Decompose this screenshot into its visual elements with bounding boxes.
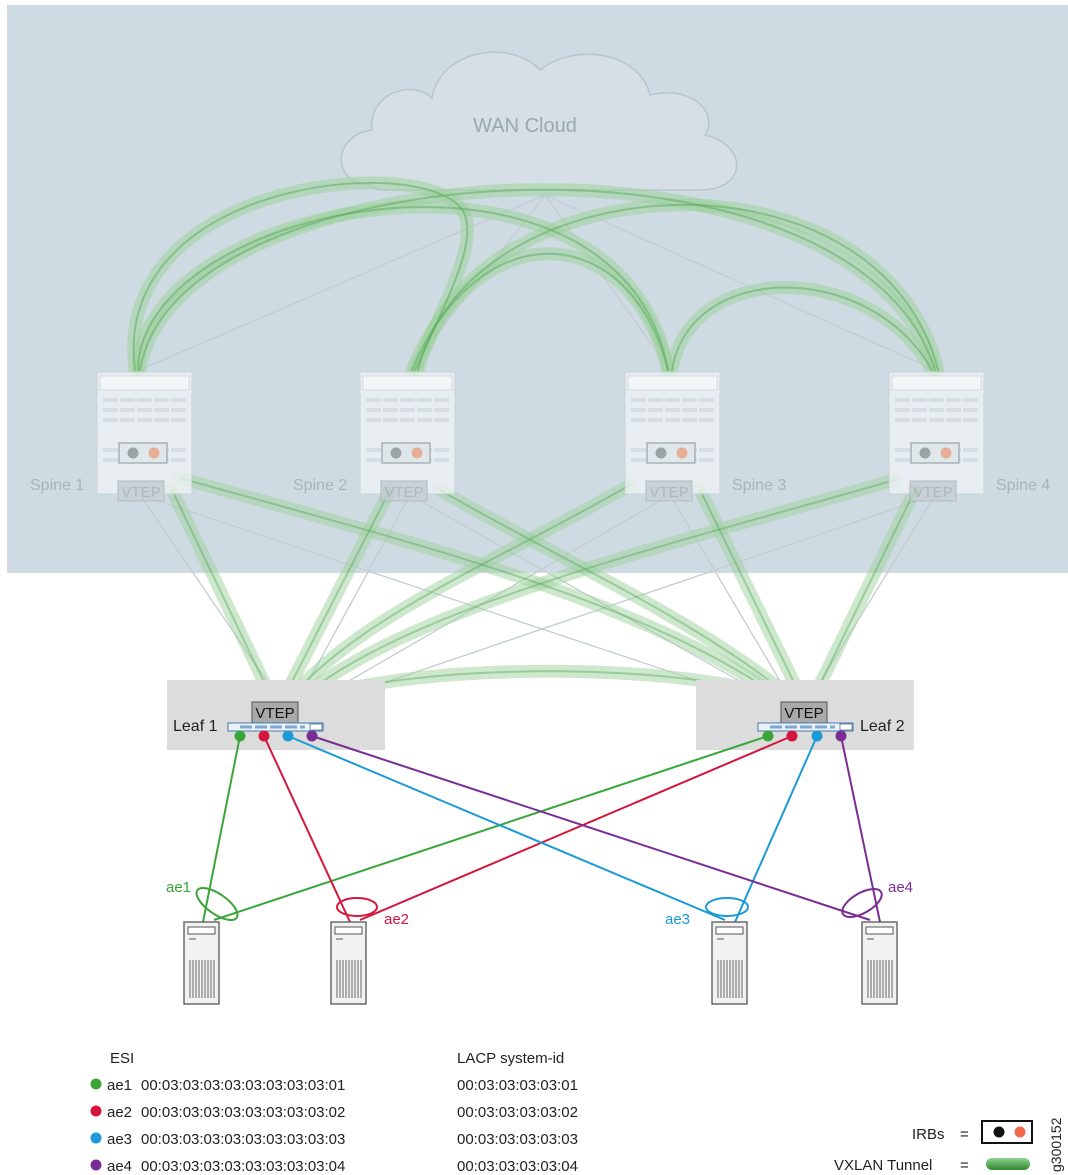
spine-label: Spine 2 [293, 477, 347, 494]
vtep-label: VTEP [255, 705, 294, 722]
vxlan-label: VXLAN Tunnel [834, 1157, 932, 1174]
vxlan-tunnel [173, 471, 797, 712]
legend-dot [90, 1078, 102, 1090]
link-ae1 [202, 735, 241, 923]
link-ae4 [840, 735, 881, 923]
port-dot [835, 730, 847, 742]
port-dot [811, 730, 823, 742]
vtep-box [380, 480, 428, 502]
legend-dot [90, 1132, 102, 1144]
wan-cloud: WAN Cloud [340, 51, 738, 191]
legend-esi: 00:03:03:03:03:03:03:03:03:03 [141, 1131, 345, 1148]
lacp-header: LACP system-id [457, 1050, 564, 1067]
port-dot [786, 730, 798, 742]
legend-ae: ae4 [107, 1158, 132, 1175]
vxlan-tunnel [165, 483, 282, 712]
vtep-box [909, 480, 957, 502]
vxlan-tunnel [285, 473, 902, 712]
link-ae2 [263, 735, 351, 923]
cloud-icon [340, 51, 738, 191]
legend-ae: ae1 [107, 1077, 132, 1094]
vtep-label: VTEP [384, 484, 423, 501]
vtep-label: VTEP [121, 484, 160, 501]
vxlan-equals: = [960, 1157, 969, 1174]
leaf-switch-icon [227, 722, 324, 732]
spine-switches: VTEP VTEP VTEP VTEP [96, 371, 985, 502]
spine-label: Spine 4 [996, 477, 1050, 494]
legend-dot [90, 1105, 102, 1117]
vxlan-tunnel [803, 483, 922, 712]
leaf-label: Leaf 1 [173, 718, 218, 735]
symbol-key: IRBs = VXLAN Tunnel = [834, 1120, 1033, 1174]
legend-esi: 00:03:03:03:03:03:03:03:03:02 [141, 1104, 345, 1121]
vxlan-tunnel-icon [986, 1158, 1030, 1170]
port-dot [258, 730, 270, 742]
spine-label: Spine 1 [30, 477, 84, 494]
vtep-label: VTEP [913, 484, 952, 501]
vxlan-tunnel [278, 478, 637, 712]
link-ae3 [734, 735, 818, 923]
ae-label: ae2 [384, 911, 409, 928]
leaf-1: Leaf 1 VTEP [167, 680, 385, 750]
lag-ellipse-ae4 [841, 888, 883, 918]
port-dots [234, 730, 847, 742]
lag-ellipse-ae1 [195, 886, 239, 922]
servers [183, 921, 898, 1005]
legend-esi: 00:03:03:03:03:03:03:03:03:01 [141, 1077, 345, 1094]
ae-label: ae1 [166, 879, 191, 896]
vxlan-tunnel [433, 483, 807, 712]
irbs-label: IRBs [912, 1126, 945, 1143]
figure-id: g300152 [1048, 1117, 1064, 1172]
link-ae3 [287, 735, 726, 921]
port-dot [234, 730, 246, 742]
spine-label: Spine 3 [732, 477, 786, 494]
vtep-label: VTEP [649, 484, 688, 501]
vtep-box [117, 480, 165, 502]
port-dot [306, 730, 318, 742]
irbs-icon [981, 1120, 1033, 1144]
legend-ae: ae2 [107, 1104, 132, 1121]
legend-lacp: 00:03:03:03:03:03 [457, 1131, 578, 1148]
leaf-switch-icon [757, 722, 854, 732]
vxlan-tunnel [273, 483, 397, 712]
cloud-label: WAN Cloud [473, 115, 577, 137]
spine-switch-3: VTEP [624, 371, 721, 502]
spine-switch-1: VTEP [96, 371, 193, 502]
vtep-label: VTEP [784, 705, 823, 722]
legend-esi: 00:03:03:03:03:03:03:03:03:04 [141, 1158, 345, 1175]
legend-lacp: 00:03:03:03:03:02 [457, 1104, 578, 1121]
lag-ellipses [195, 886, 883, 922]
vxlan-tunnels-leaf [165, 471, 922, 712]
link-line [139, 194, 546, 371]
legend-lacp: 00:03:03:03:03:04 [457, 1158, 578, 1175]
legend-dot [90, 1159, 102, 1171]
spine-switch-4: VTEP [888, 371, 985, 502]
link-ae1 [213, 735, 769, 921]
legend-lacp: 00:03:03:03:03:01 [457, 1077, 578, 1094]
server-icon [183, 921, 220, 1005]
vtep-box [645, 480, 693, 502]
ae-label: ae4 [888, 879, 913, 896]
vxlan-tunnels-spine [127, 176, 945, 377]
esi-header: ESI [110, 1050, 134, 1067]
link-ae4 [311, 735, 871, 921]
legend: ESI LACP system-id ae1 00:03:03:03:03:03… [90, 1050, 578, 1175]
server-icon [330, 921, 367, 1005]
server-icon [711, 921, 748, 1005]
server-icon [861, 921, 898, 1005]
lag-ellipse-ae3 [705, 897, 749, 917]
leaf-label: Leaf 2 [860, 718, 905, 735]
link-line [544, 194, 936, 371]
ae-label: ae3 [665, 911, 690, 928]
access-links [202, 735, 881, 923]
spine-switch-2: VTEP [359, 371, 456, 502]
leaf-2: Leaf 2 VTEP [696, 680, 914, 750]
link-ae2 [359, 735, 793, 921]
port-dot [282, 730, 294, 742]
lag-ellipse-ae2 [336, 897, 378, 917]
legend-ae: ae3 [107, 1131, 132, 1148]
irbs-equals: = [960, 1126, 969, 1143]
port-dot [762, 730, 774, 742]
